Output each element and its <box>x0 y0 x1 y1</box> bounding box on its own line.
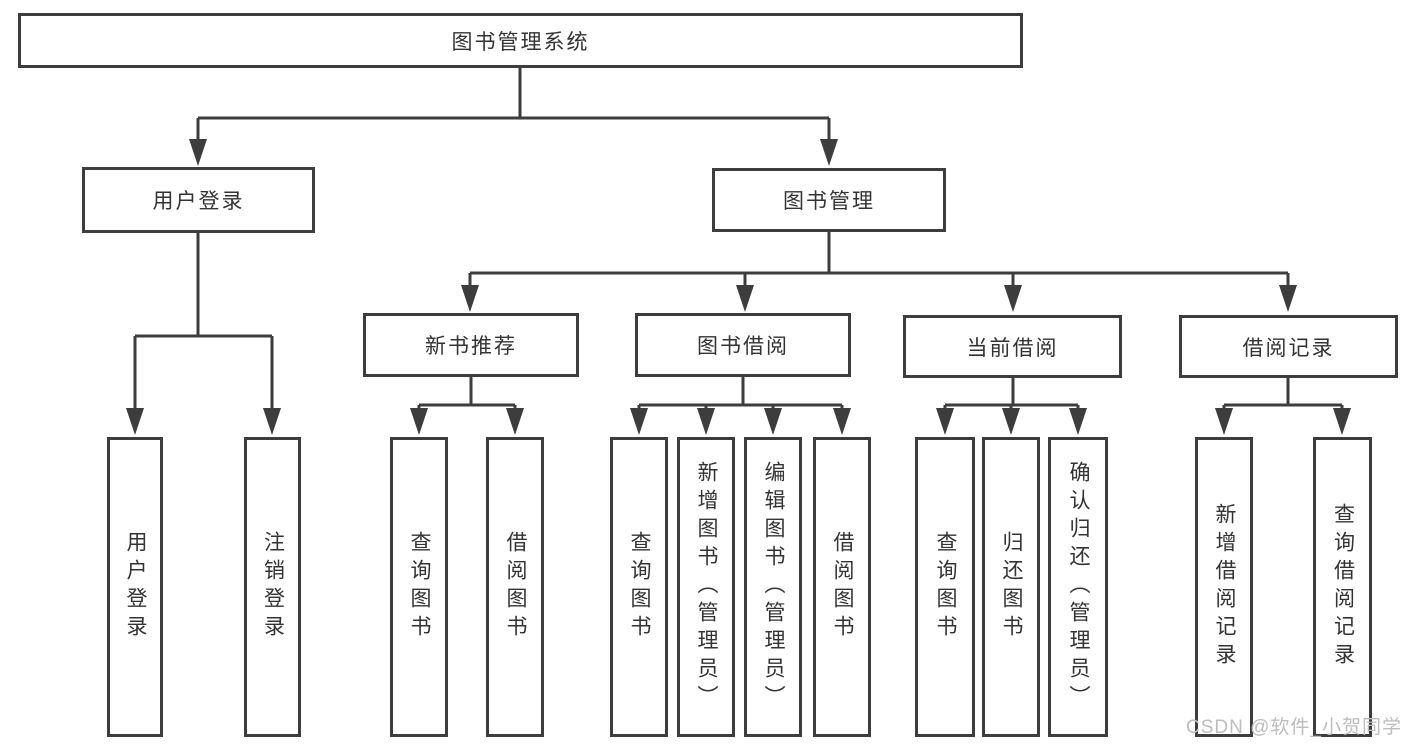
node-user-login-label: 用户登录 <box>152 190 245 213</box>
leaf-borrow-books-label: 借阅图书 <box>831 531 855 643</box>
leaf-logout-label: 注销登录 <box>261 531 285 643</box>
node-root: 图书管理系统 <box>18 13 1023 68</box>
leaf-query-borrow-record: 查询借阅记录 <box>1313 437 1372 737</box>
connector-book-management-children <box>468 232 1290 286</box>
node-borrow-records-label: 借阅记录 <box>1242 336 1335 360</box>
node-current-borrow: 当前借阅 <box>903 315 1122 378</box>
node-book-borrow: 图书借阅 <box>635 313 851 377</box>
connector-borrow-record-children <box>1222 378 1344 409</box>
leaf-query-books-recommend: 查询图书 <box>390 437 448 737</box>
leaf-edit-books-admin: 编辑图书（管理员） <box>744 437 802 737</box>
connector-book-borrow-children <box>637 377 844 409</box>
leaf-confirm-return-admin-label: 确认归还（管理员） <box>1067 461 1091 713</box>
node-book-management: 图书管理 <box>712 168 946 232</box>
leaf-query-borrow-record-label: 查询借阅记录 <box>1331 503 1355 671</box>
leaf-query-books-borrow-label: 查询图书 <box>628 531 652 643</box>
leaf-add-borrow-record-label: 新增借阅记录 <box>1213 503 1237 671</box>
leaf-add-borrow-record: 新增借阅记录 <box>1195 437 1253 737</box>
connector-new-book-children <box>417 377 517 409</box>
node-borrow-records: 借阅记录 <box>1179 315 1398 378</box>
node-new-book-recommend-label: 新书推荐 <box>425 335 517 358</box>
leaf-borrow-books: 借阅图书 <box>813 437 871 737</box>
node-new-book-recommend: 新书推荐 <box>363 313 579 377</box>
leaf-borrow-books-recommend: 借阅图书 <box>486 437 544 737</box>
leaf-return-books-label: 归还图书 <box>1000 531 1024 643</box>
leaf-user-login-label: 用户登录 <box>124 531 148 643</box>
leaf-query-books-borrow: 查询图书 <box>610 437 668 737</box>
leaf-return-books: 归还图书 <box>982 437 1040 737</box>
node-book-management-label: 图书管理 <box>783 190 875 213</box>
leaf-edit-books-admin-label: 编辑图书（管理员） <box>762 461 786 713</box>
leaf-logout: 注销登录 <box>244 437 301 737</box>
leaf-confirm-return-admin: 确认归还（管理员） <box>1048 437 1108 737</box>
leaf-query-books-recommend-label: 查询图书 <box>408 531 432 643</box>
connector-current-borrow-children <box>943 378 1080 409</box>
node-book-borrow-label: 图书借阅 <box>697 335 789 358</box>
leaf-query-books-current-label: 查询图书 <box>934 531 958 643</box>
leaf-add-books-admin-label: 新增图书（管理员） <box>695 461 719 713</box>
leaf-add-books-admin: 新增图书（管理员） <box>677 437 735 737</box>
arrowheads <box>126 139 1351 435</box>
node-root-label: 图书管理系统 <box>451 30 590 54</box>
leaf-borrow-books-recommend-label: 借阅图书 <box>504 531 528 643</box>
node-current-borrow-label: 当前借阅 <box>966 336 1059 360</box>
node-user-login: 用户登录 <box>82 167 315 233</box>
watermark-text: CSDN @软件_小贺同学 <box>1186 717 1402 738</box>
leaf-query-books-current: 查询图书 <box>915 437 975 737</box>
leaf-user-login: 用户登录 <box>107 437 163 737</box>
connector-user-login-children <box>133 233 274 409</box>
connector-root-to-level2 <box>196 68 831 140</box>
